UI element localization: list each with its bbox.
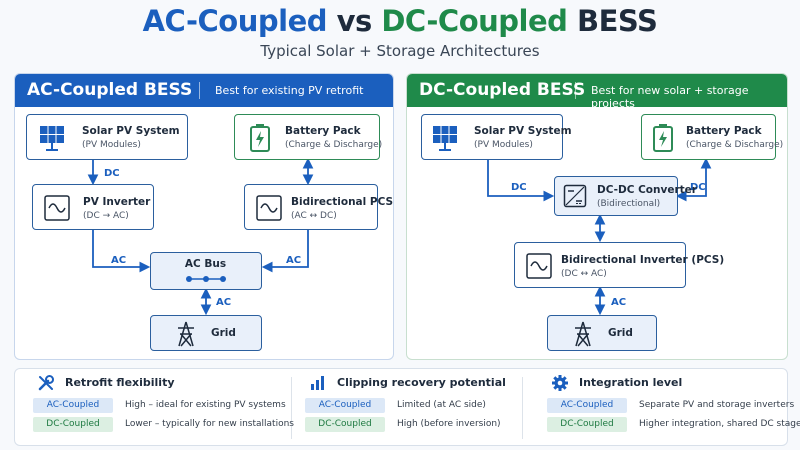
battery-icon (653, 124, 673, 152)
box-title: Bidirectional Inverter (PCS) (561, 254, 725, 266)
comparison-column-retrofit: Retrofit flexibility AC-Coupled High – i… (33, 369, 294, 447)
box-title: Grid (608, 327, 633, 339)
solar-panel-icon (433, 126, 457, 151)
transmission-tower-icon (575, 321, 591, 347)
page-title: AC-Coupled vs DC-Coupled BESS (0, 4, 800, 38)
sine-wave-icon (256, 195, 282, 221)
page-subtitle: Typical Solar + Storage Architectures (260, 42, 540, 60)
ac-bidirectional-pcs-box: Bidirectional PCS (AC ↔ DC) (244, 184, 393, 230)
flow-label: AC (111, 255, 127, 266)
column-divider (291, 377, 292, 439)
box-title: Grid (211, 327, 236, 339)
box-subtitle: (Charge & Discharge) (686, 140, 784, 150)
ac-coupled-tag: AC-Coupled (547, 398, 627, 413)
dc-coupled-tag: DC-Coupled (305, 417, 385, 432)
column-heading: Integration level (579, 376, 683, 389)
ac-coupled-tag: AC-Coupled (305, 398, 385, 413)
transmission-tower-icon (178, 321, 194, 347)
column-heading: Clipping recovery potential (337, 376, 506, 389)
dc-grid-box: Grid (547, 315, 657, 351)
title-ac: AC-Coupled (142, 4, 328, 38)
dc-panel-tagline: Best for new solar + storage projects (591, 84, 749, 110)
box-subtitle: (AC ↔ DC) (291, 211, 337, 221)
ac-bus-box: AC Bus (150, 252, 262, 290)
header-divider (575, 82, 576, 99)
box-title: Battery Pack (686, 125, 762, 137)
column-divider (522, 377, 523, 439)
box-subtitle: (Bidirectional) (597, 199, 661, 209)
box-subtitle: (PV Modules) (474, 140, 533, 150)
dc-panel-header: DC-Coupled BESS Best for new solar + sto… (407, 74, 787, 110)
dc-panel-title: DC-Coupled BESS (419, 80, 586, 100)
flow-label: DC (104, 168, 120, 179)
box-subtitle: (DC → AC) (83, 211, 129, 221)
comparison-column-integration: Integration level AC-Coupled Separate PV… (547, 369, 800, 447)
box-title: Solar PV System (82, 125, 180, 137)
wrench-screwdriver-icon (38, 375, 54, 391)
box-title: AC Bus (184, 258, 227, 270)
title-bess: BESS (567, 4, 658, 38)
ac-coupled-value: Limited (at AC side) (397, 400, 486, 410)
box-title: Battery Pack (285, 125, 361, 137)
dc-coupled-tag: DC-Coupled (547, 417, 627, 432)
dc-battery-box: Battery Pack (Charge & Discharge) (641, 114, 783, 160)
flow-label: AC (611, 297, 627, 308)
dc-coupled-value: Higher integration, shared DC stage (639, 419, 800, 429)
flow-label: AC (216, 297, 232, 308)
bus-connection-icon (186, 276, 226, 282)
box-title: Solar PV System (474, 125, 572, 137)
ac-battery-box: Battery Pack (Charge & Discharge) (234, 114, 383, 160)
ac-panel-title: AC-Coupled BESS (27, 80, 193, 100)
flow-label: DC (690, 182, 706, 193)
ac-coupled-tag: AC-Coupled (33, 398, 113, 413)
box-subtitle: (PV Modules) (82, 140, 141, 150)
box-title: Bidirectional PCS (291, 196, 394, 208)
ac-coupled-value: High – ideal for existing PV systems (125, 400, 286, 410)
bar-chart-icon (311, 376, 324, 390)
gear-icon (552, 375, 568, 391)
header-divider (199, 82, 200, 99)
box-subtitle: (Charge & Discharge) (285, 140, 383, 150)
ac-pv-inverter-box: PV Inverter (DC → AC) (32, 184, 154, 230)
column-heading: Retrofit flexibility (65, 376, 175, 389)
solar-panel-icon (40, 126, 64, 151)
dc-coupled-value: Lower – typically for new installations (125, 419, 294, 429)
title-vs: vs (327, 4, 382, 38)
battery-icon (250, 124, 270, 152)
sine-wave-icon (44, 195, 70, 221)
flow-label: DC (511, 182, 527, 193)
sine-wave-icon (526, 253, 552, 279)
box-subtitle: (DC ↔ AC) (561, 269, 607, 279)
dc-coupled-tag: DC-Coupled (33, 417, 113, 432)
title-dc: DC-Coupled (381, 4, 568, 38)
dc-dc-converter-box: DC-DC Converter (Bidirectional) (554, 176, 697, 216)
box-title: DC-DC Converter (597, 184, 697, 196)
dc-solar-pv-box: Solar PV System (PV Modules) (421, 114, 572, 160)
ac-coupled-value: Separate PV and storage inverters (639, 400, 795, 410)
dc-coupled-value: High (before inversion) (397, 419, 501, 429)
ac-solar-pv-box: Solar PV System (PV Modules) (26, 114, 188, 160)
comparison-column-clipping: Clipping recovery potential AC-Coupled L… (305, 369, 515, 447)
flow-label: AC (286, 255, 302, 266)
box-title: PV Inverter (83, 196, 151, 208)
dc-dc-converter-icon (563, 184, 587, 208)
ac-panel-header: AC-Coupled BESS Best for existing PV ret… (15, 74, 393, 107)
ac-panel-tagline: Best for existing PV retrofit (215, 84, 364, 97)
ac-grid-box: Grid (150, 315, 262, 351)
dc-bidirectional-inverter-box: Bidirectional Inverter (PCS) (DC ↔ AC) (514, 242, 724, 288)
comparison-panel: Retrofit flexibility AC-Coupled High – i… (14, 368, 800, 447)
